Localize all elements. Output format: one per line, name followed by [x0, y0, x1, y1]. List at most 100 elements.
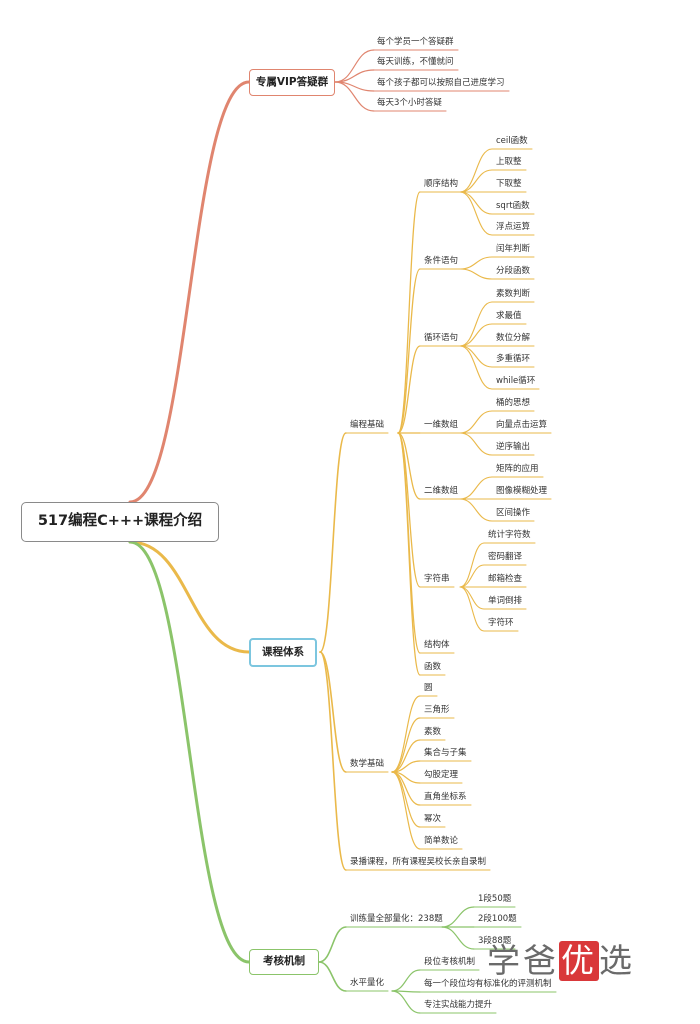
connector-line: [459, 432, 493, 456]
level-quantity-node[interactable]: 水平量化: [350, 978, 385, 988]
connector-line: [128, 80, 251, 504]
math-item[interactable]: 简单数论: [424, 836, 459, 846]
leaf-node[interactable]: 上取整: [496, 157, 522, 167]
leaf-node[interactable]: 浮点运算: [496, 222, 531, 232]
connector-line: [459, 542, 485, 588]
leaf-node[interactable]: 矩阵的应用: [496, 464, 539, 474]
math-item[interactable]: 勾股定理: [424, 770, 459, 780]
watermark-text: 选: [599, 941, 635, 980]
leaf-node[interactable]: 数位分解: [496, 333, 531, 343]
connector-line: [128, 540, 251, 654]
connector-line: [397, 268, 421, 434]
leaf-node[interactable]: 闰年判断: [496, 244, 531, 254]
connector-line: [459, 476, 493, 500]
connector-line: [459, 410, 493, 434]
group-node[interactable]: 一维数组: [424, 420, 459, 430]
leaf-node[interactable]: 多重循环: [496, 354, 531, 364]
leaf-node[interactable]: 向量点击运算: [496, 420, 548, 430]
connector-line: [459, 268, 493, 280]
connector-line: [397, 432, 421, 676]
group-node[interactable]: 顺序结构: [424, 179, 459, 189]
level-item[interactable]: 每一个段位均有标准化的评测机制: [424, 979, 552, 989]
connector-line: [397, 432, 421, 500]
connector-line: [397, 191, 421, 434]
connector-line: [391, 969, 421, 992]
math-item[interactable]: 集合与子集: [424, 748, 467, 758]
connector-line: [459, 586, 485, 610]
root-node[interactable]: 517编程C+++课程介绍: [21, 502, 219, 542]
leaf-node[interactable]: 逆序输出: [496, 442, 531, 452]
group-node[interactable]: 字符串: [424, 574, 450, 584]
leaf-node[interactable]: 密码翻译: [488, 552, 523, 562]
leaf-node[interactable]: ceil函数: [496, 136, 528, 146]
train-item[interactable]: 2段100题: [478, 914, 517, 924]
connector-line: [459, 148, 493, 193]
group-node[interactable]: 循环语句: [424, 333, 459, 343]
connector-line: [459, 191, 493, 236]
connector-line: [391, 771, 421, 850]
connector-line: [391, 771, 421, 828]
prog-basics-node[interactable]: 编程基础: [350, 420, 385, 430]
connector-line: [459, 498, 493, 522]
math-basics-node[interactable]: 数学基础: [350, 759, 385, 769]
watermark-emphasis: 优: [559, 941, 599, 981]
leaf-node[interactable]: 邮箱检查: [488, 574, 523, 584]
leaf-node[interactable]: 单词倒排: [488, 596, 523, 606]
assess-branch-node[interactable]: 考核机制: [249, 949, 319, 975]
leaf-node[interactable]: 统计字符数: [488, 530, 531, 540]
leaf-node[interactable]: 区间操作: [496, 508, 531, 518]
connector-line: [391, 695, 421, 773]
group-node[interactable]: 结构体: [424, 640, 450, 650]
train-item[interactable]: 1段50题: [478, 894, 512, 904]
connector-line: [319, 651, 347, 773]
leaf-node[interactable]: 求最值: [496, 311, 522, 321]
math-item[interactable]: 圆: [424, 683, 433, 693]
vip-item[interactable]: 每个学员一个答疑群: [377, 37, 454, 47]
group-node[interactable]: 函数: [424, 662, 442, 672]
connector-line: [334, 69, 375, 83]
connector-line: [459, 564, 485, 588]
level-item[interactable]: 专注实战能力提升: [424, 1000, 493, 1010]
level-item[interactable]: 段位考核机制: [424, 957, 476, 967]
connector-line: [391, 990, 421, 1014]
connector-line: [441, 906, 475, 928]
train-item[interactable]: 3段88题: [478, 936, 512, 946]
vip-branch-node[interactable]: 专属VIP答疑群: [249, 69, 335, 96]
group-node[interactable]: 二维数组: [424, 486, 459, 496]
connector-line: [459, 323, 493, 347]
connector-line: [459, 191, 493, 215]
leaf-node[interactable]: 素数判断: [496, 289, 531, 299]
train-quantity-node[interactable]: 训练量全部量化：238题: [350, 914, 443, 924]
leaf-node[interactable]: 下取整: [496, 179, 522, 189]
leaf-node[interactable]: 字符环: [488, 618, 514, 628]
group-node[interactable]: 条件语句: [424, 256, 459, 266]
connector-line: [318, 926, 347, 963]
connector-line: [441, 926, 475, 950]
math-item[interactable]: 三角形: [424, 705, 450, 715]
leaf-node[interactable]: while循环: [496, 376, 536, 386]
vip-item[interactable]: 每天3个小时答疑: [377, 98, 442, 108]
course-branch-node[interactable]: 课程体系: [249, 638, 317, 667]
watermark-logo: 学爸优选: [487, 941, 635, 981]
leaf-node[interactable]: 桶的思想: [496, 398, 531, 408]
watermark-text: 学爸: [487, 941, 559, 980]
connector-line: [128, 540, 251, 964]
connector-line: [459, 256, 493, 270]
connector-line: [319, 651, 347, 871]
leaf-node[interactable]: 分段函数: [496, 266, 531, 276]
vip-item[interactable]: 每天训练，不懂就问: [377, 57, 454, 67]
leaf-node[interactable]: 图像模糊处理: [496, 486, 548, 496]
record-note[interactable]: 录播课程，所有课程吴校长亲自录制: [350, 857, 487, 867]
connector-line: [319, 432, 347, 653]
vip-item[interactable]: 每个孩子都可以按照自己进度学习: [377, 78, 505, 88]
connector-line: [459, 169, 493, 193]
math-item[interactable]: 直角坐标系: [424, 792, 467, 802]
connector-line: [459, 345, 493, 368]
math-item[interactable]: 素数: [424, 727, 442, 737]
connector-line: [459, 301, 493, 347]
leaf-node[interactable]: sqrt函数: [496, 201, 530, 211]
math-item[interactable]: 幂次: [424, 814, 442, 824]
connector-line: [459, 586, 485, 632]
connector-line: [334, 49, 375, 83]
